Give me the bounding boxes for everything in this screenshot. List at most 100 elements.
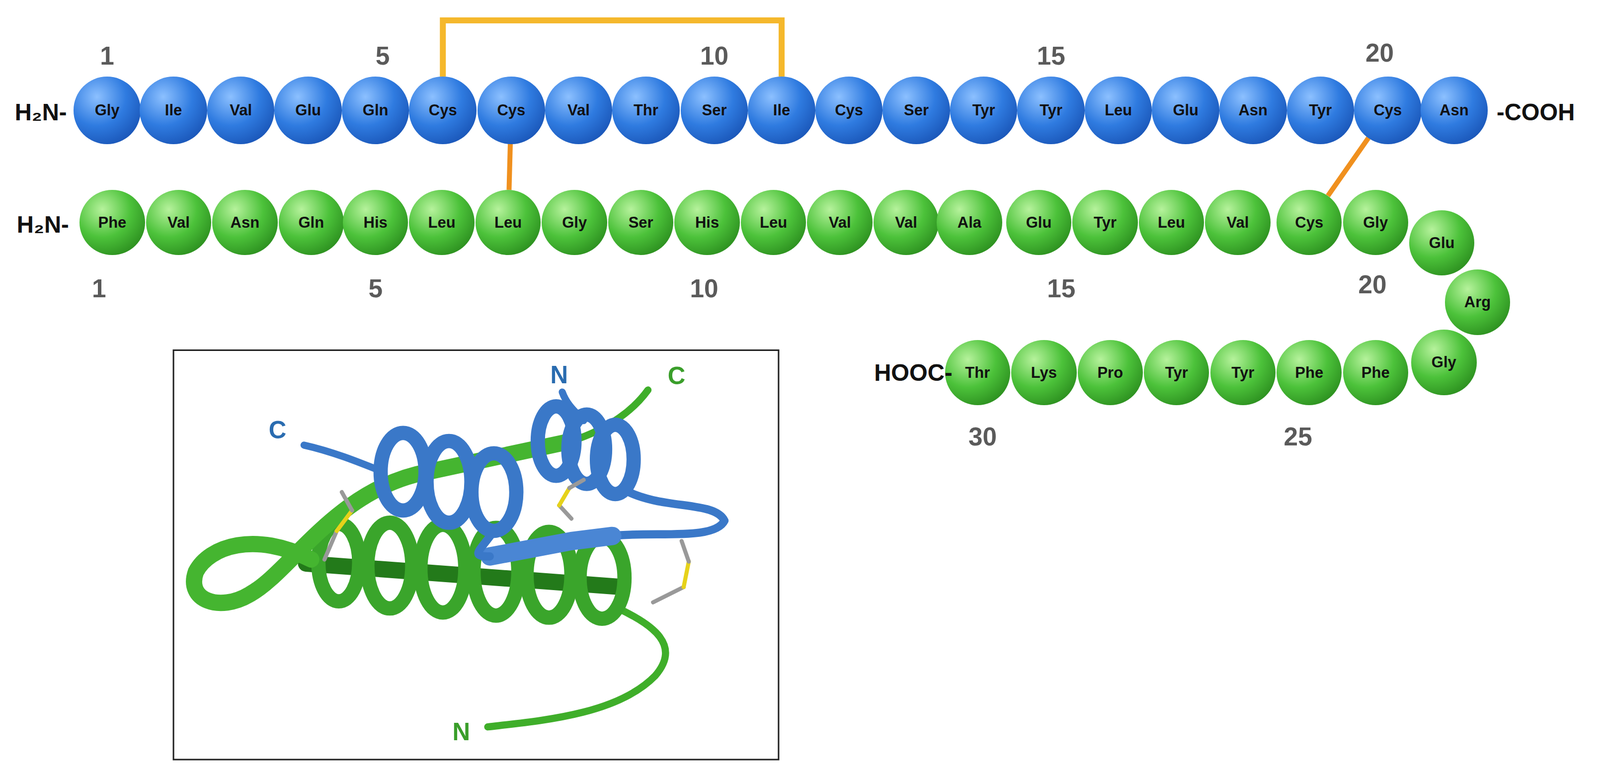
residue-circle: Gly xyxy=(541,189,607,255)
residue-circle: Gly xyxy=(1343,189,1409,255)
residue-name: Tyr xyxy=(1231,363,1255,382)
residue-name: Arg xyxy=(1464,293,1491,312)
residue-circle: Glu xyxy=(1151,76,1220,145)
residue-circle: Val xyxy=(873,189,939,255)
residue-name: Ser xyxy=(903,101,929,120)
inset-frame xyxy=(173,349,779,759)
residue-name: Pro xyxy=(1097,363,1123,382)
residue-circle: Tyr xyxy=(1017,76,1085,145)
residue-name: Thr xyxy=(633,101,659,120)
a-chain-ribbon xyxy=(304,392,725,557)
residue-circle: Phe xyxy=(79,189,145,255)
residue-circle: Val xyxy=(806,189,873,255)
residue-name: Phe xyxy=(1294,363,1324,382)
residue-circle: Tyr xyxy=(950,76,1018,145)
residue-circle: Phe xyxy=(1276,339,1342,405)
residue-name: Cys xyxy=(1294,213,1324,232)
residue-circle: Val xyxy=(207,76,275,145)
terminus-label: HOOC- xyxy=(874,360,953,385)
residue-name: Glu xyxy=(1429,234,1455,252)
position-number: 1 xyxy=(91,275,107,302)
residue-circle: Ser xyxy=(608,189,674,255)
residue-name: Val xyxy=(167,213,190,232)
residue-circle: Ser xyxy=(680,76,749,145)
residue-name: Ala xyxy=(957,213,982,232)
residue-name: Ile xyxy=(773,101,791,120)
residue-circle: Gln xyxy=(278,189,344,255)
residue-name: Tyr xyxy=(972,101,996,120)
residue-name: Tyr xyxy=(1308,101,1332,120)
residue-name: Glu xyxy=(295,101,321,120)
residue-circle: Leu xyxy=(740,189,806,255)
residue-circle: Glu xyxy=(274,76,342,145)
residue-circle: Leu xyxy=(1138,189,1204,255)
terminus-label: -COOH xyxy=(1496,100,1575,124)
residue-circle: Tyr xyxy=(1072,189,1138,255)
disulfide-bond xyxy=(508,144,511,190)
residue-circle: Cys xyxy=(815,76,883,145)
residue-circle: Tyr xyxy=(1210,339,1276,405)
residue-circle: Val xyxy=(1204,189,1271,255)
residue-name: Val xyxy=(567,101,590,120)
residue-name: Ser xyxy=(628,213,654,232)
residue-circle: Gly xyxy=(73,76,142,145)
residue-name: His xyxy=(363,213,388,232)
terminus-label: H₂N- xyxy=(14,100,68,124)
residue-name: Thr xyxy=(964,363,990,382)
residue-circle: Ser xyxy=(882,76,951,145)
terminus-label: H₂N- xyxy=(16,212,70,237)
residue-name: Cys xyxy=(428,101,458,120)
residue-name: Tyr xyxy=(1093,213,1117,232)
residue-name: Asn xyxy=(230,213,260,232)
residue-circle: Leu xyxy=(475,189,541,255)
residue-circle: Val xyxy=(545,76,613,145)
residue-circle: Glu xyxy=(1006,189,1072,255)
residue-name: Val xyxy=(894,213,918,232)
residue-name: Leu xyxy=(494,213,522,232)
residue-name: Tyr xyxy=(1165,363,1189,382)
residue-circle: Glu xyxy=(1409,210,1475,276)
residue-name: Gln xyxy=(362,101,389,120)
residue-circle: Ala xyxy=(936,189,1002,255)
residue-name: Asn xyxy=(1439,101,1469,120)
residue-circle: Pro xyxy=(1077,339,1143,405)
residue-name: Leu xyxy=(1157,213,1186,232)
residue-circle: Phe xyxy=(1343,339,1409,405)
residue-name: Phe xyxy=(97,213,127,232)
residue-circle: Tyr xyxy=(1143,339,1209,405)
residue-name: Gln xyxy=(298,213,325,232)
residue-name: Gly xyxy=(94,101,120,120)
residue-circle: His xyxy=(342,189,408,255)
residue-name: Val xyxy=(229,101,252,120)
residue-name: Leu xyxy=(759,213,788,232)
residue-circle: Tyr xyxy=(1286,76,1355,145)
residue-circle: Asn xyxy=(1420,76,1489,145)
residue-circle: Cys xyxy=(477,76,546,145)
residue-circle: Val xyxy=(146,189,212,255)
chain-end-label: C xyxy=(667,363,686,388)
residue-circle: Ile xyxy=(747,76,816,145)
residue-circle: Lys xyxy=(1011,339,1077,405)
residue-name: Tyr xyxy=(1039,101,1063,120)
position-number: 15 xyxy=(1046,275,1076,302)
chain-end-label: N xyxy=(550,362,569,387)
chain-end-label: N xyxy=(452,719,471,744)
residue-name: Asn xyxy=(1238,101,1268,120)
position-number: 5 xyxy=(368,275,383,302)
residue-name: Cys xyxy=(1373,101,1402,120)
residue-circle: Thr xyxy=(612,76,680,145)
residue-name: Phe xyxy=(1361,363,1390,382)
residue-circle: Cys xyxy=(408,76,477,145)
residue-circle: Leu xyxy=(1084,76,1153,145)
residue-circle: Asn xyxy=(1219,76,1287,145)
residue-circle: Gly xyxy=(1411,329,1477,395)
position-number: 20 xyxy=(1365,40,1394,66)
position-number: 10 xyxy=(700,43,729,69)
residue-name: Gly xyxy=(1362,213,1388,232)
disulfide-bond xyxy=(1327,137,1369,196)
disulfide-sticks xyxy=(324,479,689,602)
residue-circle: Gln xyxy=(341,76,410,145)
position-number: 15 xyxy=(1037,43,1066,69)
residue-circle: Cys xyxy=(1276,189,1342,255)
